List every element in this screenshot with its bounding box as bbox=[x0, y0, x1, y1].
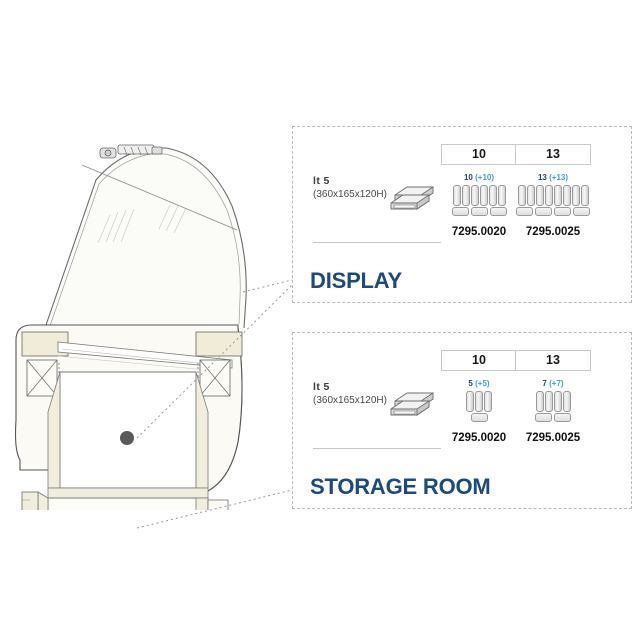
column-header-count: 10 bbox=[441, 350, 517, 371]
panel-title-display: DISPLAY bbox=[310, 268, 402, 293]
tray-icon-vertical bbox=[470, 185, 479, 206]
column-subcount: 7 (+7) bbox=[515, 379, 591, 388]
gastronorm-pan-icon bbox=[390, 392, 434, 416]
pan-dimensions-label: (360x165x120H) bbox=[313, 189, 387, 200]
column-subcount: 10 (+10) bbox=[441, 173, 517, 182]
top-rail-right bbox=[195, 331, 243, 357]
panel-storage-room: lt 5 (360x165x120H) 10 5 (+5) 7295.0020 … bbox=[292, 332, 632, 509]
subcount-base: 5 bbox=[468, 379, 473, 388]
tray-icon-vertical bbox=[526, 185, 535, 206]
subcount-extra: (+7) bbox=[549, 379, 564, 388]
subcount-extra: (+10) bbox=[475, 173, 495, 182]
tray-icon-vertical bbox=[571, 185, 580, 206]
tray-icon-vertical bbox=[517, 185, 526, 206]
tray-icon-vertical bbox=[544, 391, 553, 412]
pan-size-block-display: lt 5 (360x165x120H) bbox=[313, 175, 433, 200]
storage-compartment bbox=[47, 497, 209, 510]
tray-icon-vertical bbox=[479, 185, 488, 206]
tray-row-horizontal bbox=[441, 413, 517, 422]
panel-display: lt 5 (360x165x120H) 10 10 (+10) 7295.002… bbox=[292, 126, 632, 303]
divider-rule bbox=[313, 242, 441, 243]
subcount-extra: (+13) bbox=[549, 173, 569, 182]
compartment-divider bbox=[47, 487, 209, 499]
tray-group bbox=[515, 391, 591, 427]
pan-dimensions-label: (360x165x120H) bbox=[313, 395, 387, 406]
product-code: 7295.0020 bbox=[451, 226, 507, 238]
insulation-left bbox=[26, 359, 58, 397]
subcount-extra: (+5) bbox=[475, 379, 490, 388]
tray-icon-horizontal bbox=[554, 413, 571, 422]
tray-icon-horizontal bbox=[489, 207, 507, 216]
product-code: 7295.0025 bbox=[525, 226, 581, 238]
column-header-count: 13 bbox=[515, 144, 591, 165]
insulation-right bbox=[199, 359, 231, 397]
tray-icon-vertical bbox=[488, 185, 497, 206]
tray-icon-vertical bbox=[562, 185, 571, 206]
tray-icon-vertical bbox=[461, 185, 470, 206]
tray-group bbox=[515, 185, 591, 221]
tray-icon-horizontal bbox=[470, 413, 488, 422]
gastronorm-pan-icon bbox=[390, 186, 434, 210]
column-header-count: 13 bbox=[515, 350, 591, 371]
tray-icon-horizontal bbox=[516, 207, 533, 216]
tray-row-vertical bbox=[441, 185, 517, 206]
column-subcount: 13 (+13) bbox=[515, 173, 591, 182]
tray-row-horizontal bbox=[515, 207, 591, 216]
subcount-base: 10 bbox=[463, 173, 473, 182]
pan-capacity-label: lt 5 bbox=[313, 175, 330, 187]
tray-row-vertical bbox=[515, 391, 591, 412]
tray-icon-horizontal bbox=[451, 207, 469, 216]
tray-icon-vertical bbox=[535, 391, 544, 412]
tray-row-horizontal bbox=[515, 413, 591, 422]
pan-size-block-storage: lt 5 (360x165x120H) bbox=[313, 381, 433, 406]
panel-title-storage-room: STORAGE ROOM bbox=[310, 474, 491, 499]
machine-cross-section-drawing bbox=[0, 120, 290, 510]
subcount-base: 7 bbox=[542, 379, 547, 388]
tray-row-vertical bbox=[441, 391, 517, 412]
display-compartment bbox=[59, 371, 197, 489]
tray-icon-vertical bbox=[562, 391, 571, 412]
side-door-panel bbox=[21, 491, 39, 510]
column-subcount: 5 (+5) bbox=[441, 379, 517, 388]
divider-rule bbox=[313, 448, 441, 449]
tray-icon-horizontal bbox=[470, 207, 488, 216]
tray-icon-vertical bbox=[497, 185, 506, 206]
callout-dot-display bbox=[120, 431, 134, 445]
tray-icon-horizontal bbox=[535, 413, 552, 422]
tray-icon-vertical bbox=[484, 391, 492, 412]
tray-icon-vertical bbox=[535, 185, 544, 206]
glass-canopy bbox=[45, 147, 247, 329]
tray-icon-vertical bbox=[452, 185, 461, 206]
tray-icon-horizontal bbox=[535, 207, 552, 216]
canopy-hinge bbox=[117, 144, 155, 155]
column-header-count: 10 bbox=[441, 144, 517, 165]
product-code: 7295.0025 bbox=[525, 432, 581, 444]
tray-icon-horizontal bbox=[573, 207, 590, 216]
tray-icon-vertical bbox=[544, 185, 553, 206]
tray-group bbox=[441, 391, 517, 427]
tray-icon-vertical bbox=[466, 391, 474, 412]
tray-row-horizontal bbox=[441, 207, 517, 216]
subcount-base: 13 bbox=[537, 173, 547, 182]
tray-icon-vertical bbox=[580, 185, 589, 206]
tray-icon-horizontal bbox=[554, 207, 571, 216]
tray-row-vertical bbox=[515, 185, 591, 206]
tray-icon-vertical bbox=[475, 391, 483, 412]
machine-compartment bbox=[207, 499, 229, 510]
pan-capacity-label: lt 5 bbox=[313, 381, 330, 393]
tray-icon-vertical bbox=[553, 185, 562, 206]
product-code: 7295.0020 bbox=[451, 432, 507, 444]
tray-group bbox=[441, 185, 517, 221]
tray-icon-vertical bbox=[553, 391, 562, 412]
